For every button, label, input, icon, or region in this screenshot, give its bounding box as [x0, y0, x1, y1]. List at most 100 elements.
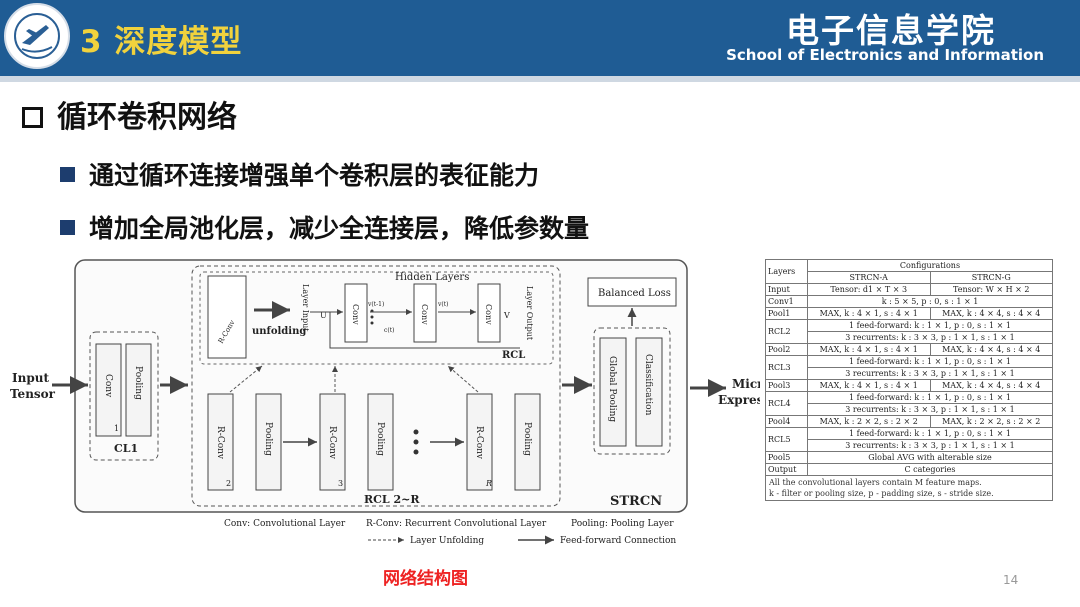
- pool-text: Pooling: [522, 422, 532, 456]
- hidden-layers-title: Hidden Layers: [395, 272, 469, 283]
- ellipsis-dot: [414, 440, 419, 445]
- classification-text: Classification: [643, 354, 653, 416]
- rconv-text: R-Conv: [327, 426, 337, 460]
- legend-conv: Conv: Convolutional Layer: [224, 519, 346, 529]
- table-header-row: Layers Configurations: [766, 260, 1053, 272]
- cl1-num: 1: [114, 424, 119, 433]
- table-row: RCL3 1 feed-forward: k : 1 × 1, p : 0, s…: [766, 356, 1053, 368]
- configuration-table: Layers Configurations STRCN-A STRCN-G In…: [765, 259, 1053, 501]
- university-logo: [4, 3, 70, 69]
- layer-output-text: Layer Output: [525, 286, 534, 341]
- header-divider: [0, 76, 1080, 82]
- table-cell: 1 feed-forward: k : 1 × 1, p : 0, s : 1 …: [808, 392, 1053, 404]
- table-cell: Tensor: W × H × 2: [930, 284, 1053, 296]
- table-header-cell: STRCN-A: [808, 272, 931, 284]
- table-cell: Input: [766, 284, 808, 296]
- bullet-text: 通过循环连接增强单个卷积层的表征能力: [89, 161, 539, 190]
- ellipsis-dot: [414, 450, 419, 455]
- bullet-item: 增加全局池化层，减少全连接层，降低参数量: [60, 209, 589, 245]
- table-row: Input Tensor: d1 × T × 3 Tensor: W × H ×…: [766, 284, 1053, 296]
- table-row: RCL4 1 feed-forward: k : 1 × 1, p : 0, s…: [766, 392, 1053, 404]
- logo-emblem: [14, 13, 60, 59]
- table-cell: 3 recurrents: k : 3 × 3, p : 1 × 1, s : …: [808, 404, 1053, 416]
- output-label: Micr: [732, 377, 760, 391]
- cl1-pool-text: Pooling: [133, 366, 143, 400]
- table-cell: Pool3: [766, 380, 808, 392]
- section-heading: 循环卷积网络: [22, 92, 237, 136]
- table-header-cell: STRCN-G: [930, 272, 1053, 284]
- legend-ff: Feed-forward Connection: [560, 536, 676, 546]
- rcl-conv-text: Conv: [484, 304, 493, 325]
- rcl-range-label: RCL 2~R: [364, 493, 420, 506]
- bullet-text: 增加全局池化层，减少全连接层，降低参数量: [89, 214, 589, 243]
- table-cell: RCL5: [766, 428, 808, 452]
- table-row: RCL5 1 feed-forward: k : 1 × 1, p : 0, s…: [766, 428, 1053, 440]
- vt-prev-text: v(t-1): [367, 301, 384, 308]
- unfolding-text: unfolding: [252, 326, 306, 337]
- table-cell: 1 feed-forward: k : 1 × 1, p : 0, s : 1 …: [808, 320, 1053, 332]
- section-heading-text: 循环卷积网络: [57, 100, 237, 135]
- rcl-conv-text: Conv: [420, 304, 429, 325]
- rconv-text: R-Conv: [474, 426, 484, 460]
- square-bullet-icon: [60, 220, 75, 235]
- table-row: 3 recurrents: k : 3 × 3, p : 1 × 1, s : …: [766, 332, 1053, 344]
- table-row: Conv1 k : 5 × 5, p : 0, s : 1 × 1: [766, 296, 1053, 308]
- bullet-item: 通过循环连接增强单个卷积层的表征能力: [60, 156, 539, 192]
- rconv-icon-box: [208, 276, 246, 358]
- table-cell: MAX, k : 4 × 4, s : 4 × 4: [930, 308, 1053, 320]
- table-cell: 1 feed-forward: k : 1 × 1, p : 0, s : 1 …: [808, 356, 1053, 368]
- block-num: R: [485, 479, 492, 488]
- legend-rconv: R-Conv: Recurrent Convolutional Layer: [366, 519, 547, 529]
- table-cell: MAX, k : 4 × 1, s : 4 × 1: [808, 344, 931, 356]
- table-row: Pool3 MAX, k : 4 × 1, s : 4 × 1 MAX, k :…: [766, 380, 1053, 392]
- table-cell: C categories: [808, 464, 1053, 476]
- table-note-line: All the convolutional layers contain M f…: [769, 477, 1049, 488]
- output-label: Expres: [718, 393, 760, 407]
- table-cell: k : 5 × 5, p : 0, s : 1 × 1: [808, 296, 1053, 308]
- table-row: Pool5 Global AVG with alterable size: [766, 452, 1053, 464]
- table-cell: 3 recurrents: k : 3 × 3, p : 1 × 1, s : …: [808, 440, 1053, 452]
- table-cell: MAX, k : 2 × 2, s : 2 × 2: [930, 416, 1053, 428]
- table-header-cell: Configurations: [808, 260, 1053, 272]
- table-cell: Pool2: [766, 344, 808, 356]
- table-row: Pool2 MAX, k : 4 × 1, s : 4 × 1 MAX, k :…: [766, 344, 1053, 356]
- balanced-loss-text: Balanced Loss: [598, 288, 671, 299]
- legend-unfold: Layer Unfolding: [410, 536, 484, 546]
- table-row: 3 recurrents: k : 3 × 3, p : 1 × 1, s : …: [766, 404, 1053, 416]
- rcl-conv-text: Conv: [351, 304, 360, 325]
- table-note-line: k - filter or pooling size, p - padding …: [769, 488, 1049, 499]
- strcn-label: STRCN: [610, 494, 662, 509]
- school-name-en: School of Electronics and Information: [726, 46, 1044, 64]
- table-cell: RCL2: [766, 320, 808, 344]
- table-cell: MAX, k : 4 × 1, s : 4 × 1: [808, 380, 931, 392]
- table-cell: Pool4: [766, 416, 808, 428]
- ellipsis-dot: [414, 430, 419, 435]
- table-cell: MAX, k : 4 × 4, s : 4 × 4: [930, 344, 1053, 356]
- table-row: 3 recurrents: k : 3 × 3, p : 1 × 1, s : …: [766, 440, 1053, 452]
- rcl-label: RCL: [502, 350, 525, 361]
- table-cell: 3 recurrents: k : 3 × 3, p : 1 × 1, s : …: [808, 332, 1053, 344]
- school-name-cn: 电子信息学院: [786, 4, 996, 52]
- table-cell: Tensor: d1 × T × 3: [808, 284, 931, 296]
- block-num: 2: [226, 479, 231, 488]
- table-note: All the convolutional layers contain M f…: [765, 476, 1053, 501]
- table-cell: RCL3: [766, 356, 808, 380]
- table-row: Output C categories: [766, 464, 1053, 476]
- vt-text: v(t): [437, 301, 448, 308]
- header-bar: 3 深度模型 电子信息学院 School of Electronics and …: [0, 0, 1080, 76]
- block-num: 3: [338, 479, 343, 488]
- table-row: Pool4 MAX, k : 2 × 2, s : 2 × 2 MAX, k :…: [766, 416, 1053, 428]
- table-cell: MAX, k : 4 × 4, s : 4 × 4: [930, 380, 1053, 392]
- v-text: V: [503, 311, 510, 320]
- table-cell: 1 feed-forward: k : 1 × 1, p : 0, s : 1 …: [808, 428, 1053, 440]
- table-header-cell: Layers: [766, 260, 808, 284]
- hollow-square-bullet-icon: [22, 107, 43, 128]
- page-number: 14: [1003, 573, 1018, 587]
- table-cell: MAX, k : 2 × 2, s : 2 × 2: [808, 416, 931, 428]
- pool-text: Pooling: [263, 422, 273, 456]
- table-row: RCL2 1 feed-forward: k : 1 × 1, p : 0, s…: [766, 320, 1053, 332]
- square-bullet-icon: [60, 167, 75, 182]
- table-cell: Output: [766, 464, 808, 476]
- figure-caption: 网络结构图: [383, 564, 468, 589]
- table-cell: RCL4: [766, 392, 808, 416]
